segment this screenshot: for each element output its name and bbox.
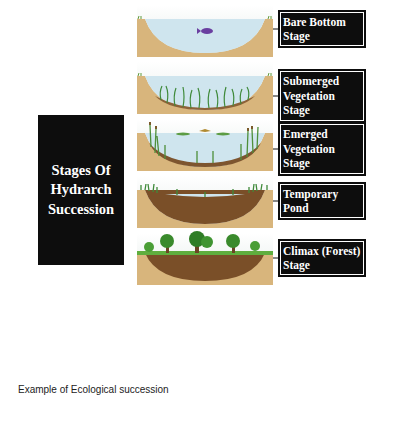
soil bbox=[137, 253, 273, 285]
reeds bbox=[150, 125, 258, 163]
sky bbox=[137, 5, 273, 57]
shrub bbox=[250, 241, 260, 251]
temporary-pond-panel bbox=[137, 176, 273, 228]
stage-name: Submerged Vegetation Stage bbox=[283, 74, 361, 117]
climax-forest-panel bbox=[137, 231, 273, 285]
sediment bbox=[149, 143, 261, 167]
tree-crown bbox=[226, 234, 240, 248]
stage-label: Climax (Forest) Stage bbox=[278, 239, 366, 278]
filled-soil bbox=[145, 253, 265, 281]
floating-leaves bbox=[176, 133, 190, 136]
bare-bottom-panel bbox=[137, 5, 273, 57]
stage-label: Emerged Vegetation Stage bbox=[278, 122, 366, 175]
floating-leaves bbox=[216, 133, 230, 136]
title-block: Stages Of Hydrarch Succession bbox=[38, 115, 124, 265]
tree-crown bbox=[160, 234, 174, 248]
marsh-grass bbox=[141, 184, 267, 197]
submerged-panel bbox=[137, 62, 273, 114]
stage-name: Temporary Pond bbox=[283, 187, 361, 216]
stage-label: Temporary Pond bbox=[278, 182, 366, 221]
soil bbox=[137, 19, 273, 57]
fish bbox=[201, 28, 213, 34]
stage-name: Climax (Forest) Stage bbox=[283, 244, 361, 273]
tree-crown bbox=[201, 236, 213, 248]
sky bbox=[137, 176, 273, 228]
figure-caption: Example of Ecological succession bbox=[18, 384, 318, 395]
water bbox=[145, 76, 265, 110]
submerged-plants bbox=[160, 86, 249, 108]
stage-label: Bare Bottom Stage bbox=[278, 10, 366, 49]
diagram-title-text: Stages Of Hydrarch Succession bbox=[42, 161, 120, 220]
stage-label: Submerged Vegetation Stage bbox=[278, 69, 366, 122]
stage-name: Bare Bottom Stage bbox=[283, 15, 361, 44]
water bbox=[145, 19, 265, 53]
fish-tail bbox=[197, 28, 201, 34]
emerged-panel bbox=[137, 119, 273, 171]
duck bbox=[199, 129, 211, 132]
grass-layer bbox=[137, 251, 273, 255]
stage-name: Emerged Vegetation Stage bbox=[283, 127, 361, 170]
sky bbox=[137, 233, 273, 285]
sky bbox=[137, 119, 273, 171]
grass bbox=[138, 73, 271, 76]
reed-heads bbox=[150, 122, 252, 131]
grass bbox=[138, 16, 271, 19]
sky bbox=[137, 62, 273, 114]
soil bbox=[137, 76, 273, 114]
shrub bbox=[144, 242, 154, 252]
